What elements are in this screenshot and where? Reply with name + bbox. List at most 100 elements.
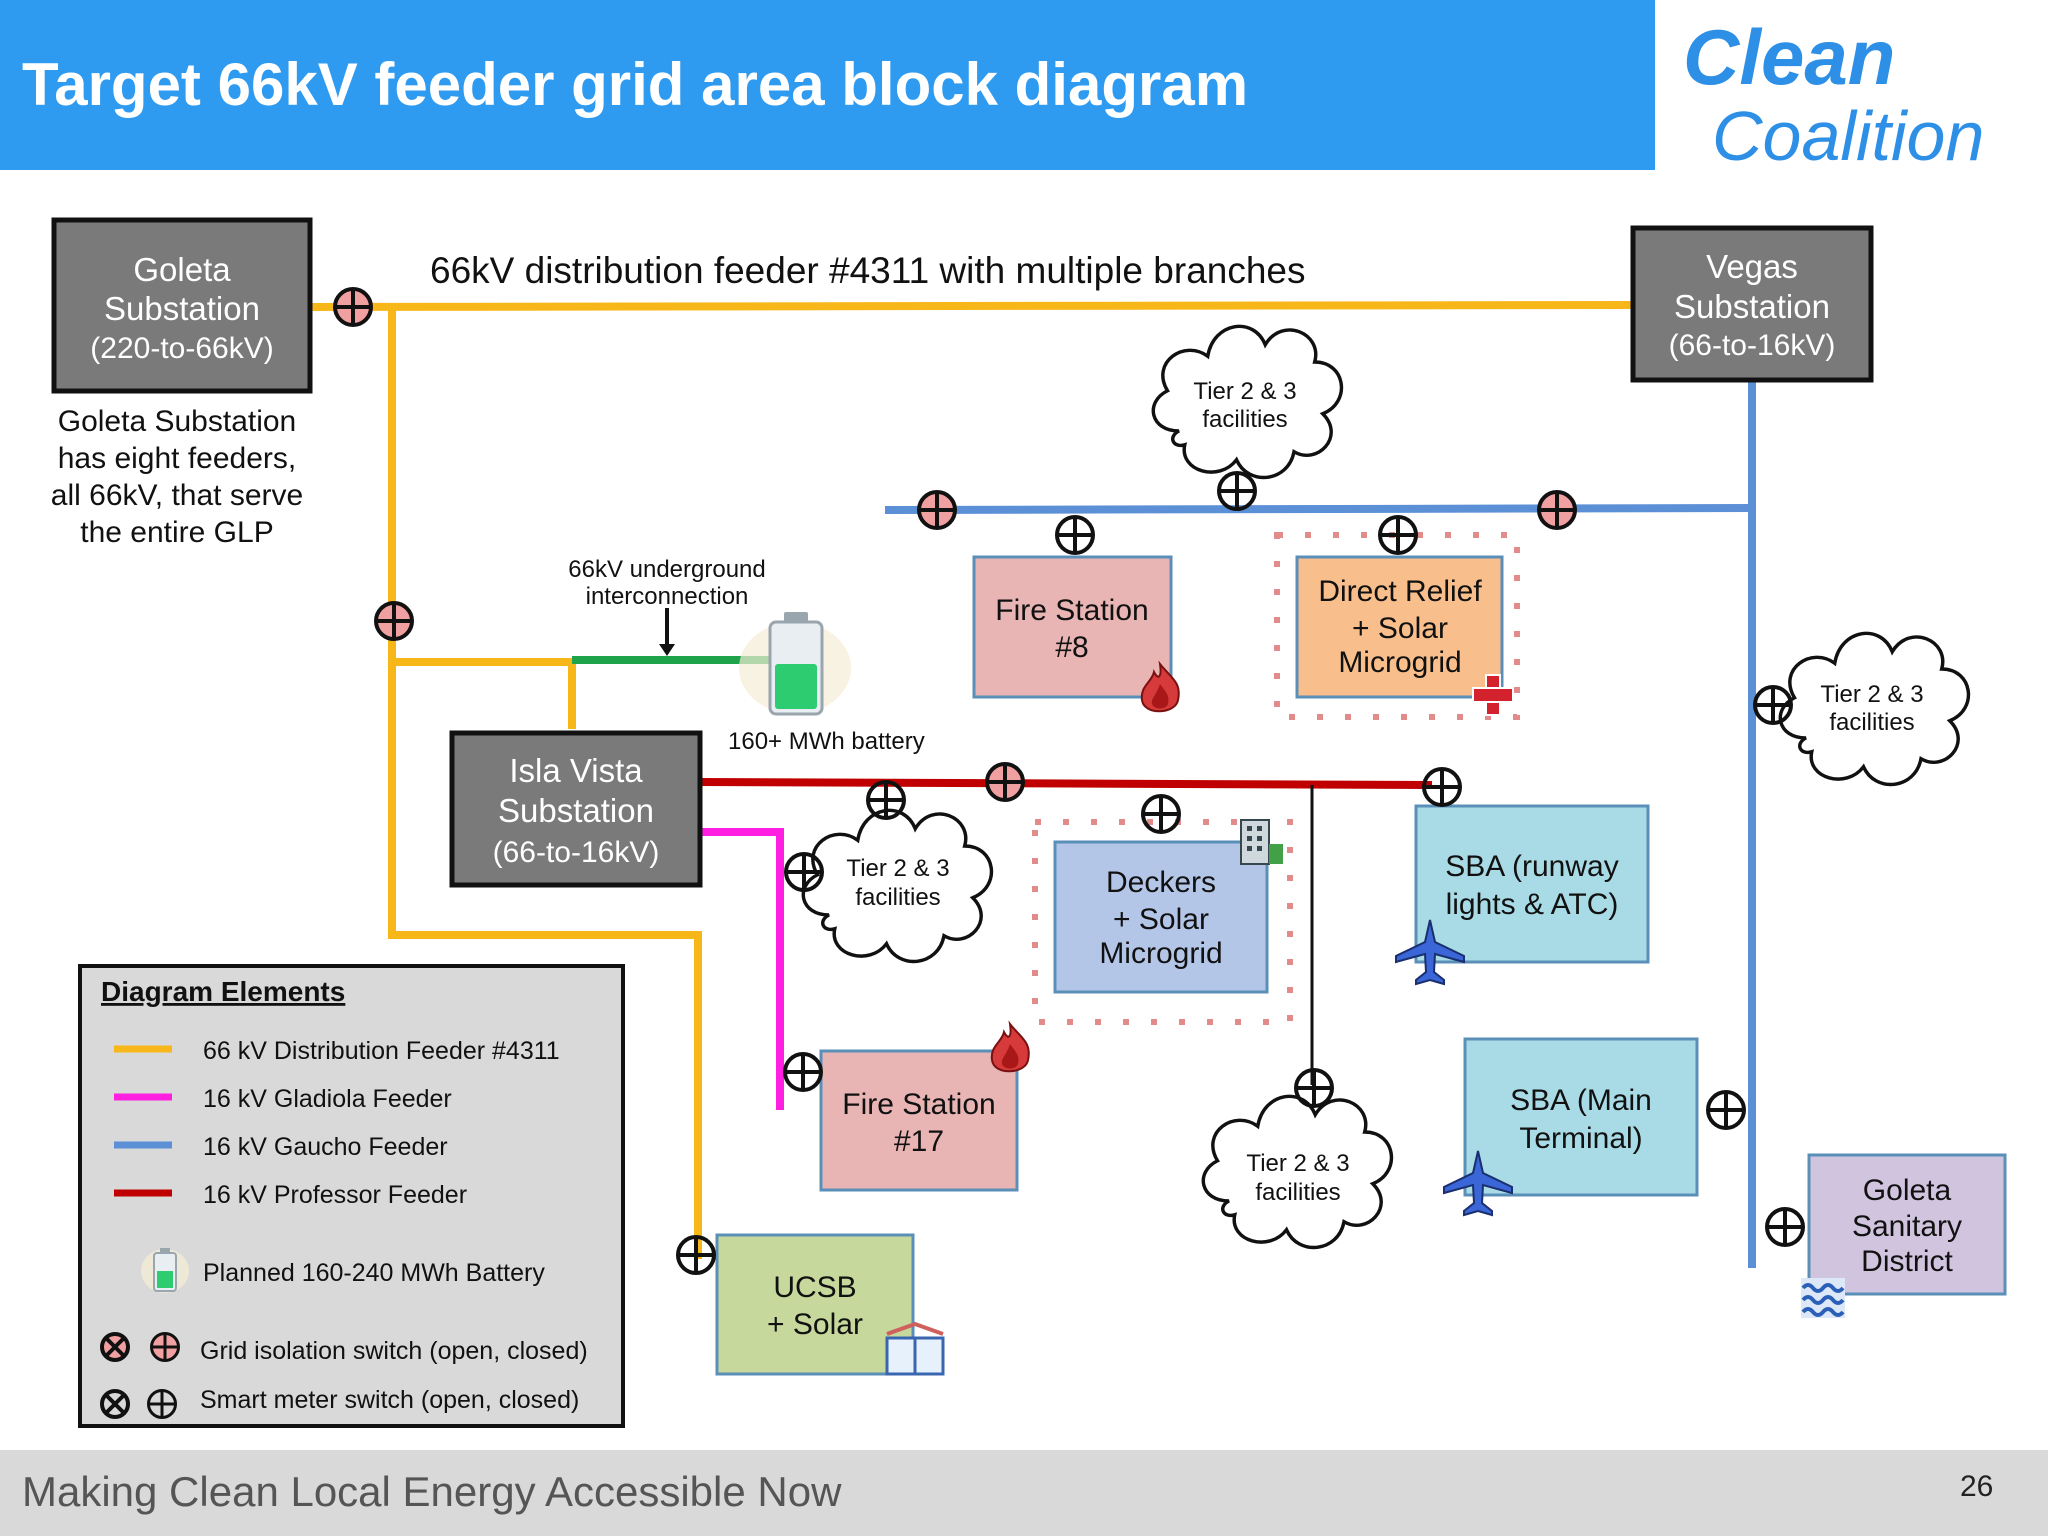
meter-switch-closed[interactable] [1217, 471, 1257, 511]
tier-cloud-right: Tier 2 & 3 facilities [1778, 631, 1971, 787]
sba-main-box [1463, 1037, 1699, 1197]
grid-switch-closed[interactable] [333, 287, 373, 327]
battery-label: 160+ MWh battery [728, 728, 925, 755]
meter-switch-closed[interactable] [1294, 1068, 1334, 1108]
book-icon [885, 1321, 945, 1376]
goleta-sanitary-box [1807, 1153, 2007, 1296]
tier-cloud-middle: Tier 2 & 3 facilities [801, 808, 994, 964]
fire-station-17-line1: Fire Station [842, 1088, 995, 1121]
legend-label-professor: 16 kV Professor Feeder [203, 1181, 467, 1209]
ucsb-box [715, 1233, 915, 1376]
logo-coalition-text: Coalition [1712, 97, 1985, 175]
legend-label-gaucho: 16 kV Gaucho Feeder [203, 1133, 448, 1161]
deckers-line2: + Solar [1113, 903, 1209, 936]
meter-switch-closed[interactable] [1055, 515, 1095, 555]
grid-switch-closed[interactable] [917, 490, 957, 530]
legend-label-battery: Planned 160-240 MWh Battery [203, 1259, 545, 1287]
fire-station-8-line2: #8 [1055, 631, 1088, 664]
goleta-substation-line1: Goleta [133, 251, 231, 288]
meter-switch-closed[interactable] [1765, 1207, 1805, 1247]
legend-meter-switch-closed [147, 1389, 177, 1419]
tier-cloud-right-line2: facilities [1829, 709, 1914, 736]
underground-arrowhead [659, 644, 675, 656]
goleta-note-line1: Goleta Substation [58, 405, 297, 438]
fire-station-17-line2: #17 [894, 1125, 944, 1158]
isla-vista-substation-line1: Isla Vista [509, 752, 643, 789]
direct-relief-box [1295, 555, 1504, 699]
meter-switch-closed[interactable] [676, 1235, 716, 1275]
fire-station-17-box [819, 1049, 1019, 1192]
meter-switch-closed[interactable] [866, 780, 906, 820]
deckers-line3: Microgrid [1099, 937, 1222, 970]
meter-switch-closed[interactable] [1378, 515, 1418, 555]
ucsb-line1: UCSB [773, 1271, 856, 1304]
page-number: 26 [1960, 1470, 1994, 1503]
vegas-substation-line3: (66-to-16kV) [1669, 329, 1836, 362]
underground-label-line1: 66kV underground [568, 556, 765, 583]
goleta-sanitary-line1: Goleta [1863, 1174, 1952, 1207]
deckers-box [1053, 840, 1269, 994]
sba-main-line2: Terminal) [1519, 1122, 1642, 1155]
fire-station-8-line1: Fire Station [995, 594, 1148, 627]
meter-switch-closed[interactable] [784, 852, 824, 892]
goleta-sanitary-line3: District [1861, 1245, 1953, 1278]
page-title: Target 66kV feeder grid area block diagr… [22, 51, 1249, 118]
sba-main-line1: SBA (Main [1510, 1084, 1652, 1117]
direct-relief-line2: + Solar [1352, 612, 1448, 645]
fire-icon [990, 1023, 1030, 1073]
footer-bar [0, 1450, 2048, 1536]
tier-cloud-middle-line2: facilities [855, 884, 940, 911]
sba-runway-line2: lights & ATC) [1446, 888, 1619, 921]
goleta-note-line3: all 66kV, that serve [51, 479, 303, 512]
direct-relief-line1: Direct Relief [1318, 575, 1482, 608]
header-bar [0, 0, 1655, 170]
goleta-substation-line2: Substation [104, 290, 260, 327]
medical-cross-icon [1472, 674, 1514, 716]
tier-cloud-right-line1: Tier 2 & 3 [1820, 681, 1923, 708]
isla-vista-substation-line2: Substation [498, 792, 654, 829]
tier-cloud-middle-line1: Tier 2 & 3 [846, 855, 949, 882]
grid-switch-closed[interactable] [985, 762, 1025, 802]
gladiola-feeder-line [702, 828, 784, 1110]
footer-tagline: Making Clean Local Energy Accessible Now [22, 1468, 842, 1515]
tier-cloud-top: Tier 2 & 3 facilities [1151, 324, 1344, 480]
feeder-label: 66kV distribution feeder #4311 with mult… [430, 250, 1306, 291]
legend-label-meter-switch: Smart meter switch (open, closed) [200, 1386, 579, 1414]
vegas-substation-line1: Vegas [1706, 248, 1798, 285]
legend-grid-switch-closed [150, 1332, 180, 1362]
legend-label-grid-switch: Grid isolation switch (open, closed) [200, 1337, 588, 1365]
building-icon [1240, 819, 1283, 865]
legend-label-66kv: 66 kV Distribution Feeder #4311 [203, 1037, 560, 1065]
water-icon [1801, 1278, 1845, 1318]
legend-title: Diagram Elements [101, 976, 345, 1007]
goleta-sanitary-line2: Sanitary [1852, 1210, 1962, 1243]
tier-cloud-top-line1: Tier 2 & 3 [1193, 378, 1296, 405]
professor-feeder-lines [699, 778, 1433, 789]
sba-runway-line1: SBA (runway [1445, 850, 1618, 883]
meter-switch-closed[interactable] [1422, 767, 1462, 807]
battery-icon [739, 612, 851, 716]
meter-switch-closed[interactable] [783, 1052, 823, 1092]
grid-switch-closed[interactable] [1537, 490, 1577, 530]
legend-battery-icon [141, 1248, 189, 1293]
goleta-note-line4: the entire GLP [80, 516, 273, 549]
fire-station-8-box [972, 555, 1173, 699]
meter-switch-closed[interactable] [1141, 794, 1181, 834]
tier-cloud-bottom-line1: Tier 2 & 3 [1246, 1150, 1349, 1177]
vegas-substation-line2: Substation [1674, 288, 1830, 325]
goleta-substation-line3: (220-to-66kV) [90, 332, 273, 365]
goleta-note-line2: has eight feeders, [58, 442, 297, 475]
tier-cloud-bottom: Tier 2 & 3 facilities [1201, 1094, 1394, 1250]
tier-cloud-top-line2: facilities [1202, 406, 1287, 433]
logo-clean-text: Clean [1683, 13, 1896, 101]
isla-vista-substation-box [449, 730, 703, 888]
meter-switch-closed[interactable] [1706, 1090, 1746, 1130]
goleta-substation-box [51, 217, 313, 394]
grid-switch-closed[interactable] [374, 601, 414, 641]
ucsb-line2: + Solar [767, 1308, 863, 1341]
goleta-note: Goleta Substation has eight feeders, all… [51, 405, 303, 549]
deckers-line1: Deckers [1106, 866, 1216, 899]
meter-switch-closed[interactable] [1753, 685, 1793, 725]
isla-vista-substation-line3: (66-to-16kV) [493, 836, 660, 869]
block-diagram: Goleta Substation (220-to-66kV) Vegas Su… [51, 217, 2007, 1428]
